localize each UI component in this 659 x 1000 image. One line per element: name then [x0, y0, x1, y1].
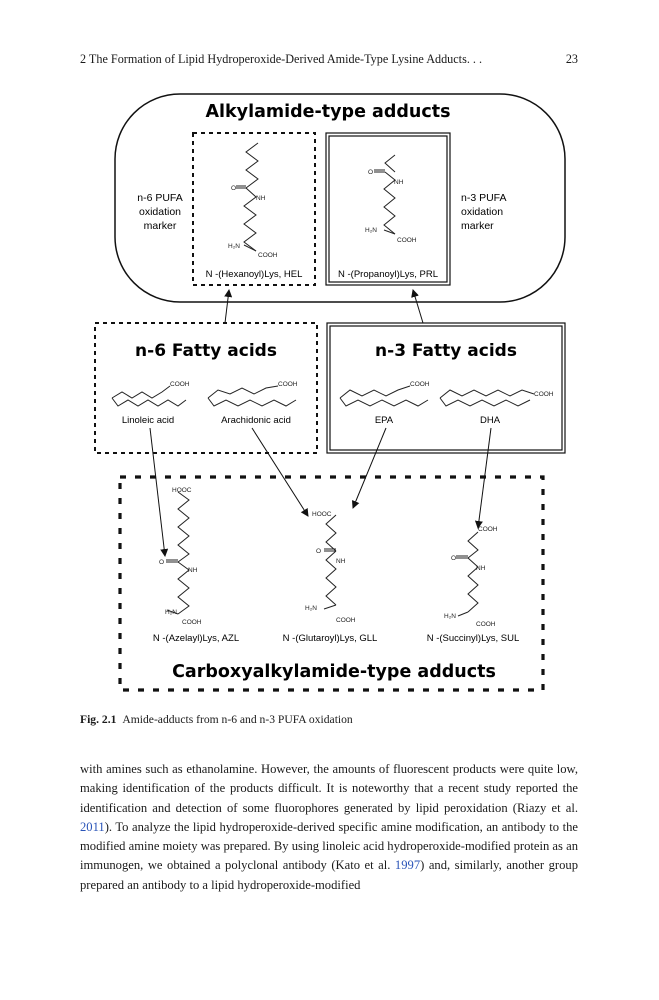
n6-marker-line1: n-6 PUFA	[137, 192, 183, 204]
arrow-arachidonic-to-gll	[251, 427, 309, 517]
alkylamide-title: Alkylamide-type adducts	[205, 102, 450, 122]
atom-nh: NH	[336, 558, 346, 565]
atom-cooh: COOH	[170, 381, 190, 388]
prl-box-outer	[325, 132, 451, 286]
n6-title: n-6 Fatty acids	[135, 341, 277, 361]
n3-panel-outer	[326, 322, 566, 454]
hel-label: N -(Hexanoyl)Lys, HEL	[206, 269, 303, 280]
prl-box-inner	[328, 135, 448, 283]
running-head: 2 The Formation of Lipid Hydroperoxide-D…	[80, 52, 578, 68]
n3-marker-line1: n-3 PUFA	[461, 192, 507, 204]
paragraph-part-3: ) and, similarly, another group prepared…	[80, 858, 578, 892]
atom-o: O	[159, 559, 164, 566]
atom-o: O	[368, 169, 373, 176]
atom-nh: NH	[476, 565, 486, 572]
gll-structure	[323, 514, 337, 610]
arrow-n6-to-hel	[224, 289, 233, 324]
atom-h2n: H₂N	[444, 613, 456, 620]
atom-h2n: H₂N	[165, 609, 177, 616]
n3-marker-line3: marker	[461, 220, 494, 232]
sul-label: N -(Succinyl)Lys, SUL	[427, 633, 520, 644]
n6-marker-line3: marker	[144, 220, 177, 232]
atom-cooh: COOH	[258, 252, 278, 259]
reference-link-2011[interactable]: 2011	[80, 819, 105, 834]
atom-hooc: HOOC	[312, 511, 332, 518]
atom-cooh: COOH	[478, 526, 498, 533]
page-number: 23	[565, 52, 578, 66]
atom-cooh: COOH	[476, 621, 496, 628]
atom-cooh: COOH	[397, 237, 417, 244]
alkylamide-panel	[114, 93, 566, 303]
atom-o: O	[316, 548, 321, 555]
arachidonic-acid-structure	[207, 385, 297, 407]
carboxyalkylamide-panel	[118, 475, 545, 692]
paragraph-part-1: with amines such as ethanolamine. Howeve…	[80, 762, 578, 815]
atom-o: O	[451, 555, 456, 562]
paragraph-part-2: ). To analyze the lipid hydroperoxide-de…	[80, 819, 578, 873]
body-paragraph: with amines such as ethanolamine. Howeve…	[80, 760, 578, 895]
n3-title: n-3 Fatty acids	[375, 341, 517, 361]
arrow-epa-to-gll	[351, 427, 387, 509]
atom-h2n: H₂N	[365, 227, 377, 234]
atom-hooc: HOOC	[172, 487, 192, 494]
atom-cooh: COOH	[410, 381, 430, 388]
azl-label: N -(Azelayl)Lys, AZL	[153, 633, 239, 644]
caption-label: Fig. 2.1	[80, 713, 117, 726]
atom-o: O	[231, 185, 236, 192]
n3-marker-line2: oxidation	[461, 206, 503, 218]
dha-structure	[439, 389, 535, 407]
azl-structure	[166, 491, 190, 615]
dha-label: DHA	[480, 415, 501, 426]
atom-nh: NH	[256, 195, 266, 202]
arrow-linoleic-to-azl	[149, 427, 169, 557]
atom-h2n: H₂N	[305, 605, 317, 612]
hel-structure	[236, 142, 259, 252]
gll-label: N -(Glutaroyl)Lys, GLL	[283, 633, 378, 644]
linoleic-acid-label: Linoleic acid	[122, 415, 174, 426]
hel-box	[192, 132, 316, 286]
atom-nh: NH	[394, 179, 404, 186]
prl-label: N -(Propanoyl)Lys, PRL	[338, 269, 438, 280]
n6-marker-line2: oxidation	[139, 206, 181, 218]
atom-nh: NH	[188, 567, 198, 574]
carboxyalkylamide-title: Carboxyalkylamide-type adducts	[172, 662, 496, 682]
arrow-dha-to-sul	[474, 427, 492, 529]
n3-panel-inner	[329, 325, 563, 451]
arachidonic-acid-label: Arachidonic acid	[221, 415, 291, 426]
epa-structure	[339, 385, 429, 407]
arrow-n3-to-prl	[411, 289, 424, 324]
prl-structure	[374, 154, 396, 235]
caption-text: Amide-adducts from n-6 and n-3 PUFA oxid…	[122, 713, 353, 726]
linoleic-acid-structure	[111, 385, 187, 407]
atom-h2n: H₂N	[228, 243, 240, 250]
chapter-title: 2 The Formation of Lipid Hydroperoxide-D…	[80, 52, 483, 66]
atom-cooh: COOH	[182, 619, 202, 626]
atom-cooh: COOH	[278, 381, 298, 388]
atom-cooh: COOH	[534, 391, 554, 398]
atom-cooh: COOH	[336, 617, 356, 624]
figure-2-1: Alkylamide-type adducts n-6 PUFA oxidati…	[94, 93, 566, 692]
figure-caption: Fig. 2.1 Amide-adducts from n-6 and n-3 P…	[80, 713, 578, 726]
reference-link-1997[interactable]: 1997	[394, 858, 421, 873]
epa-label: EPA	[375, 415, 394, 426]
sul-structure	[456, 531, 479, 617]
